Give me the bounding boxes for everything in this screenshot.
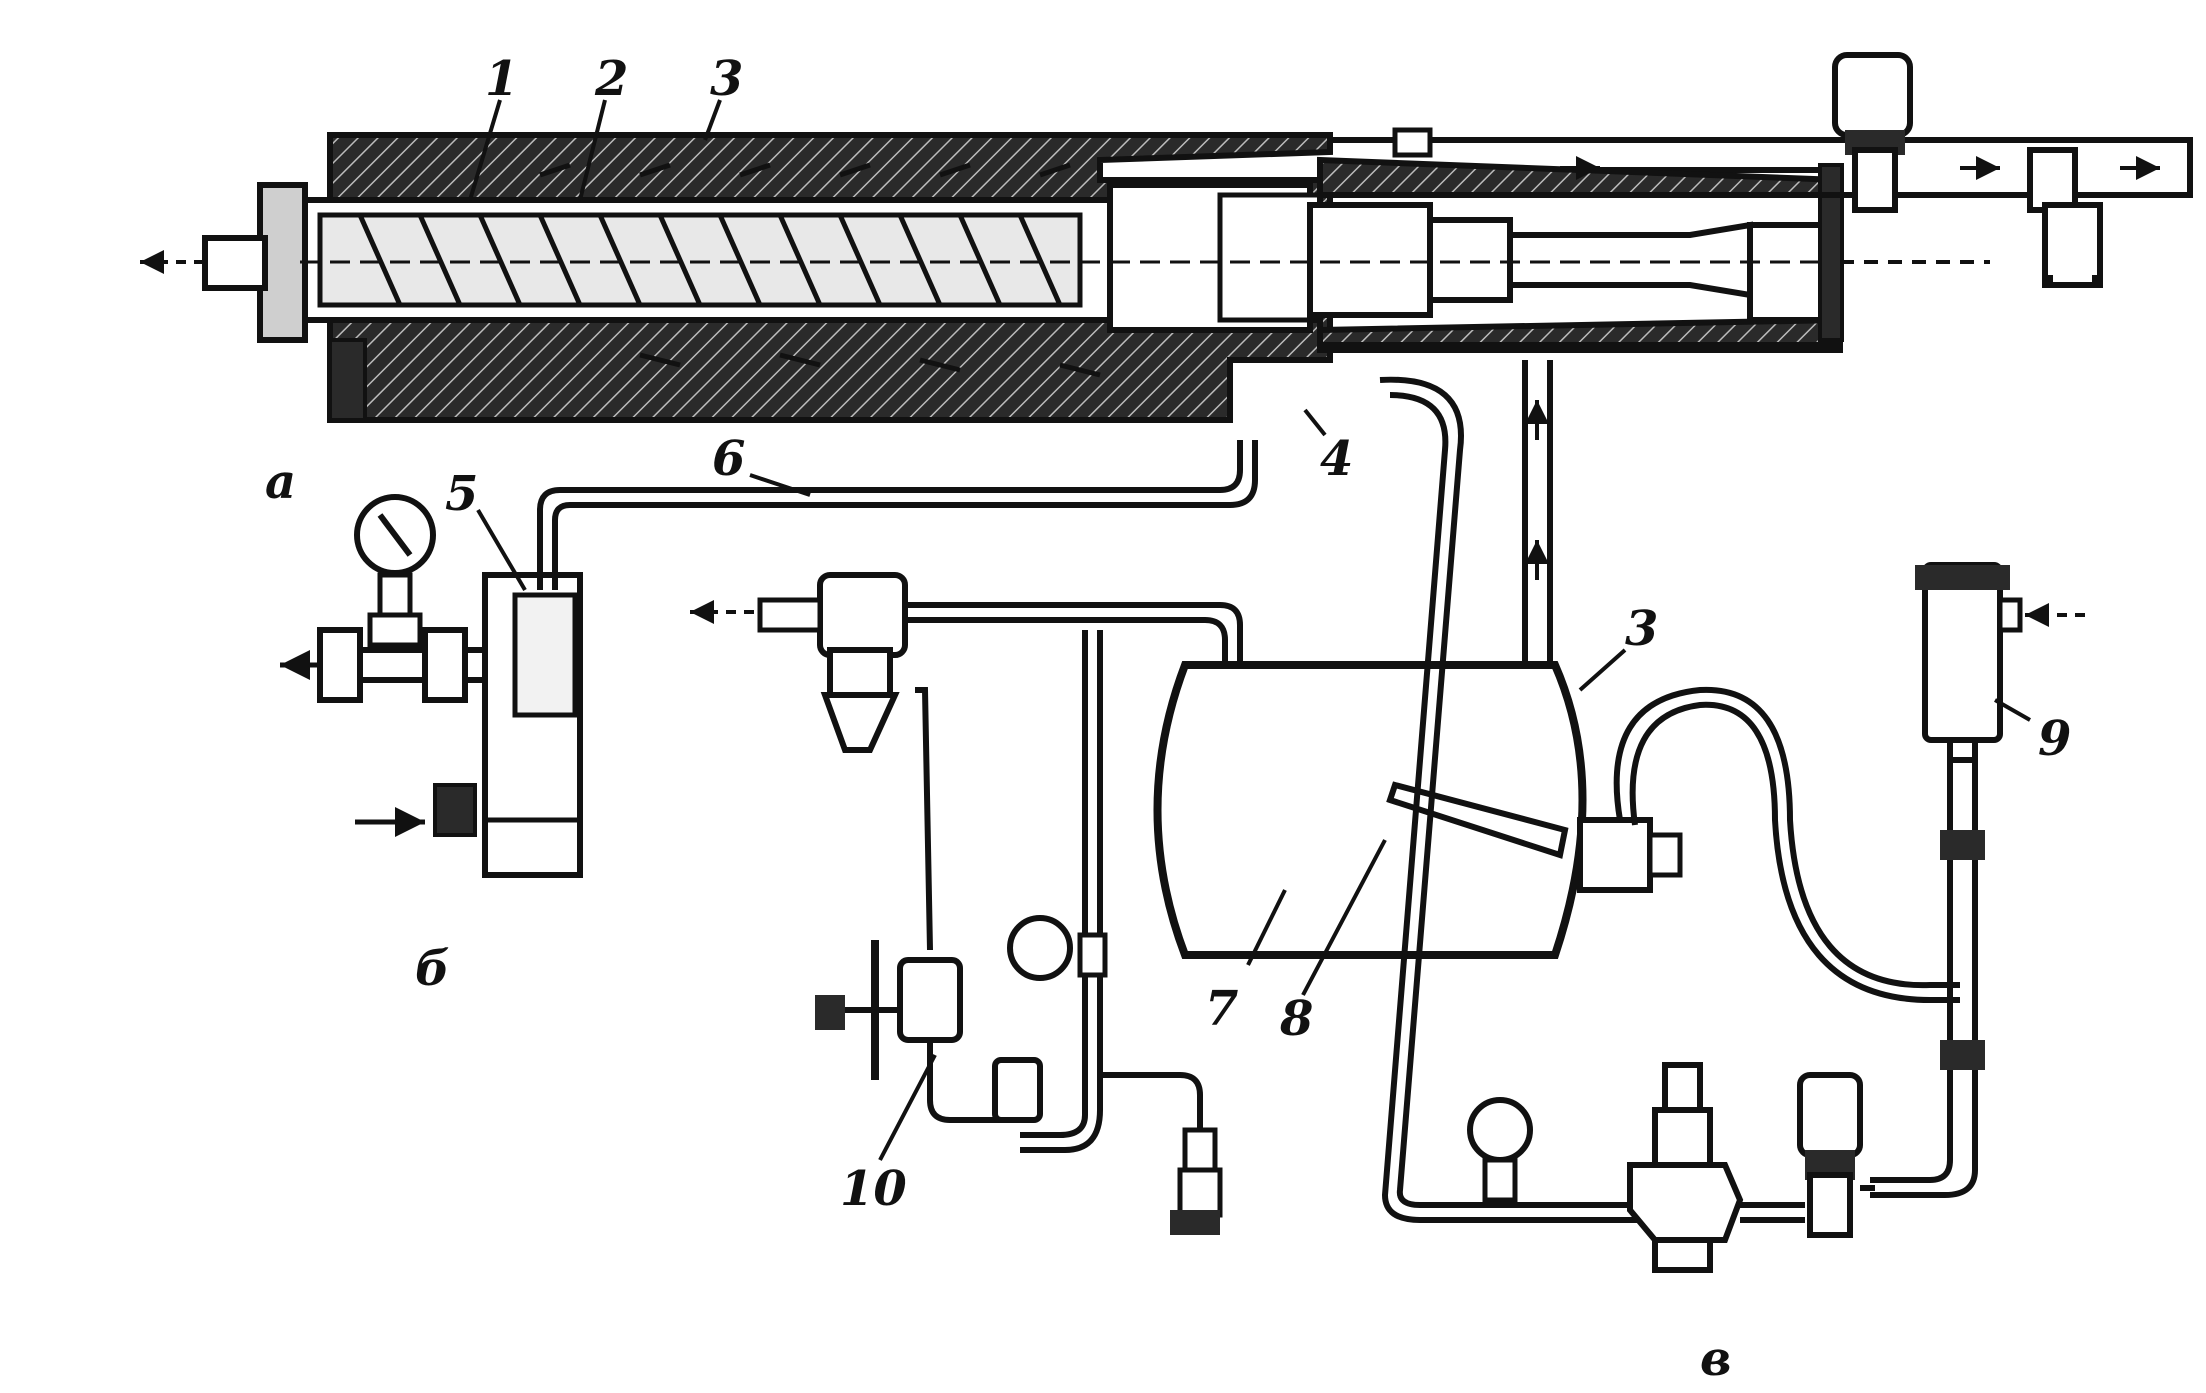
label-7: 7 xyxy=(1205,981,1238,1037)
screw-flights xyxy=(357,213,1063,307)
gauge-10-icon xyxy=(1007,915,1073,981)
tank-7 xyxy=(1153,360,1960,1223)
gauge-right-icon xyxy=(1467,1097,1533,1163)
leader-lines xyxy=(468,99,2031,1161)
main-cylinder xyxy=(140,132,1990,423)
label-3-tank: 3 xyxy=(1625,601,1658,657)
separator-b xyxy=(280,440,1258,878)
device-9-icon xyxy=(1922,562,2003,743)
label-5: 5 xyxy=(445,466,478,522)
condensate-unit-10 xyxy=(690,572,1243,1235)
label-6-pipe: 6 xyxy=(712,431,745,487)
label-9: 9 xyxy=(2038,711,2071,767)
label-3-top: 3 xyxy=(710,51,743,107)
label-10: 10 xyxy=(840,1161,907,1217)
top-steam-line xyxy=(1330,52,2193,288)
label-1: 1 xyxy=(485,51,518,107)
top-valve-icon xyxy=(1832,52,1913,138)
label-8: 8 xyxy=(1279,991,1313,1047)
sublabel-b: б xyxy=(415,941,450,997)
label-2: 2 xyxy=(594,51,628,107)
labels: 1 2 3 4 5 6 3 7 8 9 10 a б в xyxy=(265,51,2071,1387)
label-4: 4 xyxy=(1320,431,1353,487)
sublabel-v: в xyxy=(1700,1331,1732,1387)
right-system xyxy=(1467,562,2085,1273)
sublabel-a: a xyxy=(265,454,296,510)
